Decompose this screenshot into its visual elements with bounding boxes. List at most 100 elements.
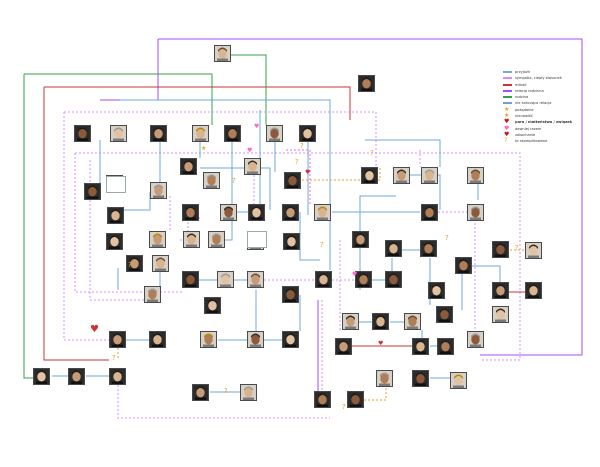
portrait-icon xyxy=(111,126,126,141)
character-node[interactable] xyxy=(149,231,166,248)
character-node[interactable] xyxy=(240,384,257,401)
character-node[interactable] xyxy=(352,231,369,248)
character-node[interactable] xyxy=(358,75,375,92)
character-node[interactable] xyxy=(467,331,484,348)
character-node[interactable] xyxy=(266,125,283,142)
character-node[interactable] xyxy=(200,331,217,348)
character-node[interactable] xyxy=(385,240,402,257)
portrait-icon xyxy=(493,307,508,322)
character-node[interactable] xyxy=(428,282,445,299)
portrait-icon xyxy=(438,339,453,354)
character-node[interactable] xyxy=(492,282,509,299)
character-node[interactable] xyxy=(182,204,199,221)
character-node[interactable] xyxy=(492,241,509,258)
character-node[interactable] xyxy=(412,370,429,387)
character-node[interactable] xyxy=(492,306,509,323)
character-node[interactable] xyxy=(192,384,209,401)
character-node[interactable] xyxy=(248,204,265,221)
portrait-icon xyxy=(353,232,368,247)
character-node[interactable] xyxy=(525,282,542,299)
portrait-icon xyxy=(413,339,428,354)
character-node[interactable] xyxy=(180,158,197,175)
question-icon: ? xyxy=(224,387,228,395)
character-node[interactable] xyxy=(404,313,421,330)
question-icon: ? xyxy=(370,149,374,157)
character-node[interactable] xyxy=(192,125,209,142)
character-node[interactable] xyxy=(109,368,126,385)
character-node[interactable] xyxy=(247,271,264,288)
character-node[interactable] xyxy=(436,306,453,323)
character-node[interactable] xyxy=(217,271,234,288)
character-node[interactable] xyxy=(361,167,378,184)
character-node[interactable] xyxy=(412,338,429,355)
character-node[interactable] xyxy=(283,233,300,250)
portrait-icon xyxy=(267,126,282,141)
heart-icon: ♥ xyxy=(504,118,510,126)
portrait-icon xyxy=(468,168,483,183)
connection-line xyxy=(365,139,441,167)
character-node[interactable] xyxy=(150,182,167,199)
character-node[interactable] xyxy=(342,313,359,330)
character-node[interactable] xyxy=(144,286,161,303)
character-node[interactable] xyxy=(282,331,299,348)
character-node[interactable] xyxy=(106,233,123,250)
character-node[interactable] xyxy=(150,125,167,142)
character-node[interactable] xyxy=(244,158,261,175)
character-node[interactable] xyxy=(224,125,241,142)
character-node[interactable] xyxy=(467,204,484,221)
legend-label: miłość xyxy=(515,82,527,87)
portrait-icon xyxy=(359,76,374,91)
character-node[interactable] xyxy=(314,204,331,221)
connection-line xyxy=(89,160,144,301)
portrait-icon xyxy=(248,272,263,287)
character-node[interactable] xyxy=(315,271,332,288)
question-icon: ? xyxy=(445,234,449,242)
character-node[interactable] xyxy=(421,204,438,221)
character-node[interactable] xyxy=(84,183,101,200)
legend-item: ♥ para / małżeństwo / związek xyxy=(503,118,595,126)
character-node[interactable] xyxy=(220,204,237,221)
character-node[interactable] xyxy=(182,271,199,288)
character-node[interactable] xyxy=(208,231,225,248)
portrait-icon xyxy=(356,272,371,287)
character-node[interactable] xyxy=(284,172,301,189)
character-node[interactable] xyxy=(455,257,472,274)
connection-line xyxy=(124,192,151,211)
character-node[interactable] xyxy=(282,204,299,221)
character-node[interactable] xyxy=(420,240,437,257)
character-node[interactable] xyxy=(372,313,389,330)
character-node[interactable] xyxy=(109,331,126,348)
character-node[interactable] xyxy=(393,167,410,184)
character-node[interactable] xyxy=(347,391,364,408)
character-node[interactable] xyxy=(467,167,484,184)
character-node[interactable] xyxy=(437,338,454,355)
character-node[interactable] xyxy=(126,255,143,272)
character-node[interactable] xyxy=(204,297,221,314)
character-node[interactable] xyxy=(149,331,166,348)
character-node[interactable] xyxy=(74,125,91,142)
portrait-icon xyxy=(150,232,165,247)
portrait-icon xyxy=(493,242,508,257)
character-node[interactable] xyxy=(107,207,124,224)
character-node[interactable] xyxy=(33,368,50,385)
portrait-icon xyxy=(451,373,466,388)
character-node[interactable] xyxy=(214,45,231,62)
character-node[interactable] xyxy=(183,231,200,248)
character-node[interactable] xyxy=(314,391,331,408)
character-node[interactable] xyxy=(282,286,299,303)
character-node[interactable] xyxy=(152,255,169,272)
character-node[interactable] xyxy=(525,242,542,259)
character-node[interactable] xyxy=(68,368,85,385)
character-node[interactable] xyxy=(110,125,127,142)
portrait-icon xyxy=(108,208,123,223)
portrait-icon xyxy=(315,205,330,220)
character-node[interactable] xyxy=(450,372,467,389)
character-node[interactable] xyxy=(203,172,220,189)
character-node[interactable] xyxy=(247,331,264,348)
character-node[interactable] xyxy=(299,125,316,142)
character-node[interactable] xyxy=(355,271,372,288)
character-node[interactable] xyxy=(335,338,352,355)
character-node[interactable] xyxy=(421,167,438,184)
character-node[interactable] xyxy=(376,370,393,387)
character-node[interactable] xyxy=(385,271,402,288)
